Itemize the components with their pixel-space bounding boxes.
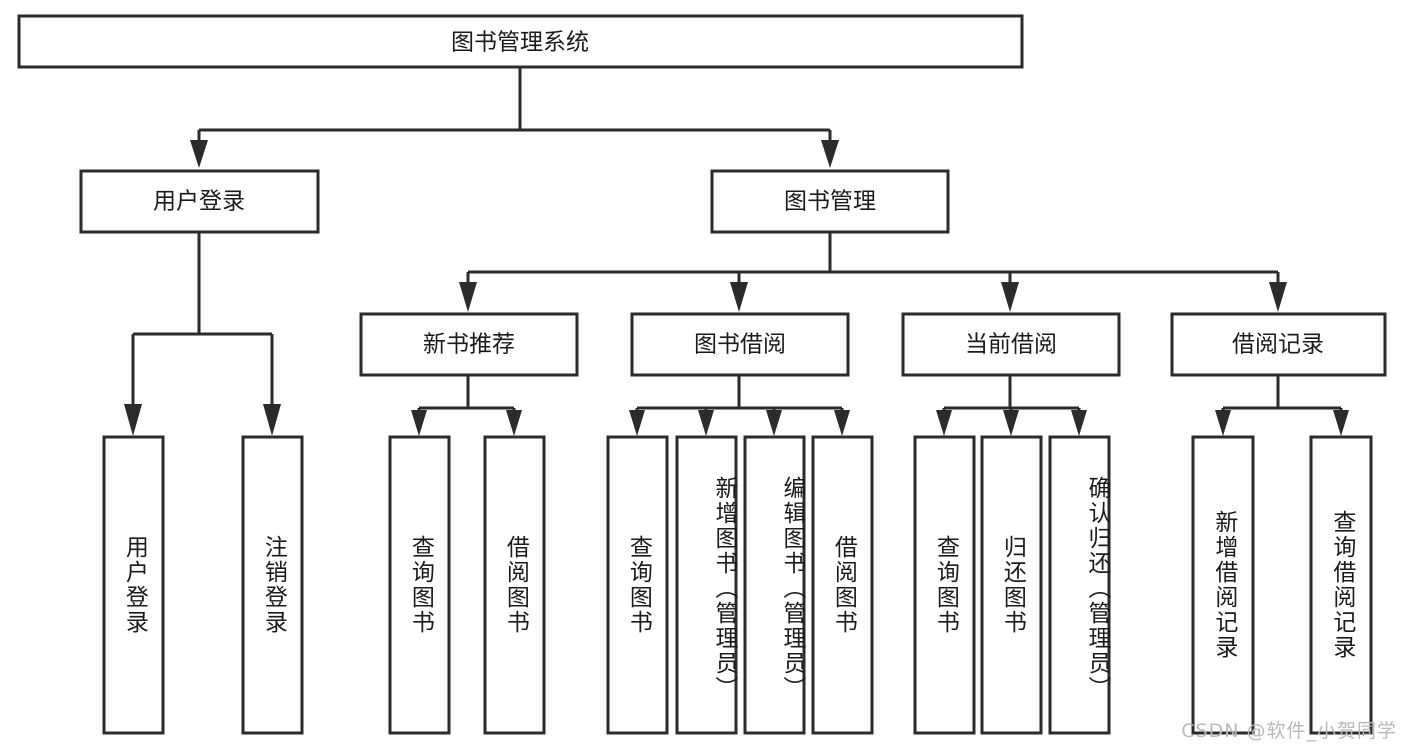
edge-group bbox=[124, 67, 1349, 436]
node-leaf-borrow-book-2[interactable] bbox=[811, 435, 874, 735]
node-leaf-add-record[interactable] bbox=[1191, 435, 1255, 735]
node-new-book-rec-label: 新书推荐 bbox=[423, 332, 515, 358]
arrow-head-icon bbox=[459, 282, 477, 312]
node-user-login-label: 用户登录 bbox=[153, 189, 245, 215]
arrow-head-icon bbox=[1215, 410, 1231, 436]
node-leaf-return-book[interactable] bbox=[980, 435, 1043, 735]
node-new-book-rec[interactable] bbox=[359, 312, 579, 377]
arrow-head-icon bbox=[1071, 410, 1087, 436]
node-leaf-logout[interactable] bbox=[241, 435, 304, 735]
node-user-login[interactable] bbox=[79, 169, 320, 234]
node-current-borrow-label: 当前借阅 bbox=[965, 332, 1057, 358]
node-current-borrow[interactable] bbox=[901, 312, 1121, 377]
arrow-head-icon bbox=[124, 404, 142, 436]
arrow-head-icon bbox=[834, 410, 850, 436]
node-root[interactable] bbox=[17, 14, 1024, 69]
arrow-head-icon bbox=[698, 410, 714, 436]
arrow-head-icon bbox=[411, 410, 427, 436]
node-book-manage-label: 图书管理 bbox=[784, 189, 876, 215]
arrow-head-icon bbox=[821, 140, 839, 168]
node-leaf-edit-book[interactable] bbox=[743, 435, 806, 735]
node-leaf-confirm-return[interactable] bbox=[1048, 435, 1111, 735]
node-book-borrow[interactable] bbox=[630, 312, 850, 377]
node-leaf-query-record[interactable] bbox=[1309, 435, 1373, 735]
arrow-head-icon bbox=[730, 282, 748, 312]
arrow-head-icon bbox=[1269, 282, 1287, 312]
node-group: 图书管理系统 用户登录 图书管理 新书推荐 图书借阅 当前借阅 借阅记录 bbox=[17, 14, 1387, 735]
node-leaf-query-book-3[interactable] bbox=[913, 435, 976, 735]
arrow-head-icon bbox=[263, 404, 281, 436]
node-book-manage[interactable] bbox=[710, 169, 950, 234]
node-leaf-user-login[interactable] bbox=[102, 435, 165, 735]
node-book-borrow-label: 图书借阅 bbox=[694, 332, 786, 358]
arrow-head-icon bbox=[1333, 410, 1349, 436]
arrow-head-icon bbox=[936, 410, 952, 436]
node-leaf-query-book-2[interactable] bbox=[606, 435, 669, 735]
node-leaf-query-book-1[interactable] bbox=[388, 435, 451, 735]
node-leaf-add-book[interactable] bbox=[675, 435, 738, 735]
arrow-head-icon bbox=[190, 140, 208, 168]
csdn-watermark: CSDN @软件_小贺同学 bbox=[1181, 720, 1397, 742]
arrow-head-icon bbox=[506, 410, 522, 436]
node-borrow-record-label: 借阅记录 bbox=[1232, 332, 1324, 358]
arrow-head-icon bbox=[766, 410, 782, 436]
arrow-head-icon bbox=[1001, 282, 1019, 312]
arrow-head-icon bbox=[1003, 410, 1019, 436]
node-borrow-record[interactable] bbox=[1170, 312, 1387, 377]
node-root-label: 图书管理系统 bbox=[451, 30, 589, 56]
node-leaf-borrow-book-1[interactable] bbox=[483, 435, 546, 735]
arrow-head-icon bbox=[629, 410, 645, 436]
